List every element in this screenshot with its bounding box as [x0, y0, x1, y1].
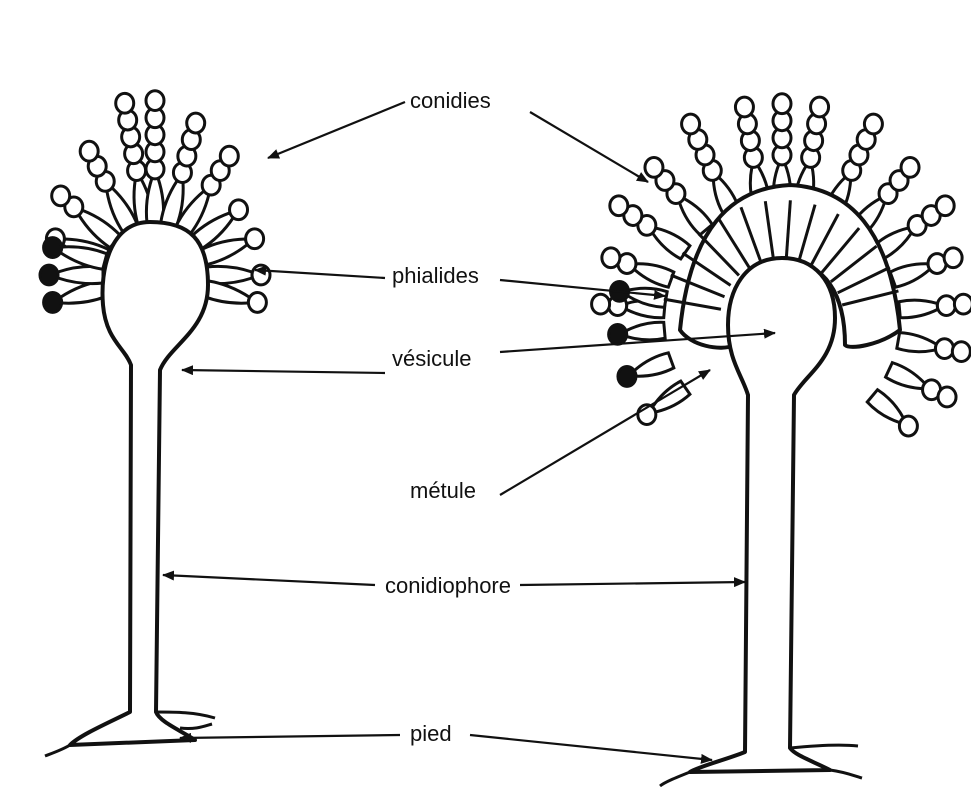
right-conidium: [609, 324, 627, 344]
right-conidium: [864, 114, 882, 134]
right-conidium: [602, 248, 620, 268]
right-conidium: [936, 196, 954, 216]
right-conidium: [901, 158, 919, 178]
right-phialide: [886, 363, 925, 389]
right-conidium: [935, 339, 953, 359]
right-conidium: [944, 248, 962, 268]
left-conidium: [40, 265, 58, 285]
left-conidium: [252, 265, 270, 285]
right-conidium: [938, 387, 956, 407]
arrow-metule: [500, 370, 710, 495]
left-phialide: [203, 281, 249, 303]
left-conidium: [187, 113, 205, 133]
right-phialide: [634, 264, 673, 287]
right-conidium: [937, 296, 955, 316]
right-conidium: [645, 158, 663, 178]
label-pied: pied: [410, 721, 452, 746]
arrow-conidiophore-right: [520, 582, 745, 585]
right-phialide: [897, 333, 936, 352]
arrow-pied-left: [180, 735, 400, 738]
right-conidium: [899, 416, 917, 436]
label-conidiophore: conidiophore: [385, 573, 511, 598]
arrow-conidies-left: [268, 102, 405, 158]
labels: conidies phialides vésicule métule conid…: [385, 88, 511, 746]
left-conidium: [52, 186, 70, 206]
left-conidium: [116, 93, 134, 113]
left-conidium: [230, 200, 248, 220]
right-conidium: [592, 294, 610, 314]
left-conidium: [44, 238, 62, 258]
arrow-conidies-right: [530, 112, 648, 182]
right-conidium: [811, 97, 829, 117]
arrow-phialides-left: [255, 270, 385, 278]
right-conidium: [618, 367, 636, 387]
arrow-conidiophore-left: [163, 575, 375, 585]
right-conidial-head: [592, 94, 971, 786]
left-phialide: [61, 247, 107, 269]
left-conidium: [80, 141, 98, 161]
right-phialide: [899, 300, 938, 318]
arrow-pied-right: [470, 735, 712, 760]
arrow-vesicule-left: [182, 370, 385, 373]
left-conidium: [246, 229, 264, 249]
label-conidies: conidies: [410, 88, 491, 113]
left-conidium: [220, 146, 238, 166]
right-phialide: [634, 353, 673, 376]
label-metule: métule: [410, 478, 476, 503]
right-phialide: [890, 264, 929, 287]
right-conidium: [773, 94, 791, 114]
left-conidium: [146, 91, 164, 111]
left-conidium: [248, 293, 266, 313]
right-conidium: [954, 294, 971, 314]
right-phialide: [679, 199, 712, 235]
left-conidium: [44, 293, 62, 313]
right-conidium: [610, 196, 628, 216]
right-phialide: [867, 390, 903, 423]
label-phialides: phialides: [392, 263, 479, 288]
right-conidium: [735, 97, 753, 117]
label-vesicule: vésicule: [392, 346, 471, 371]
left-conidial-head: [40, 91, 270, 756]
right-conidium: [952, 342, 970, 362]
right-phialide: [626, 322, 665, 340]
right-conidium: [682, 114, 700, 134]
